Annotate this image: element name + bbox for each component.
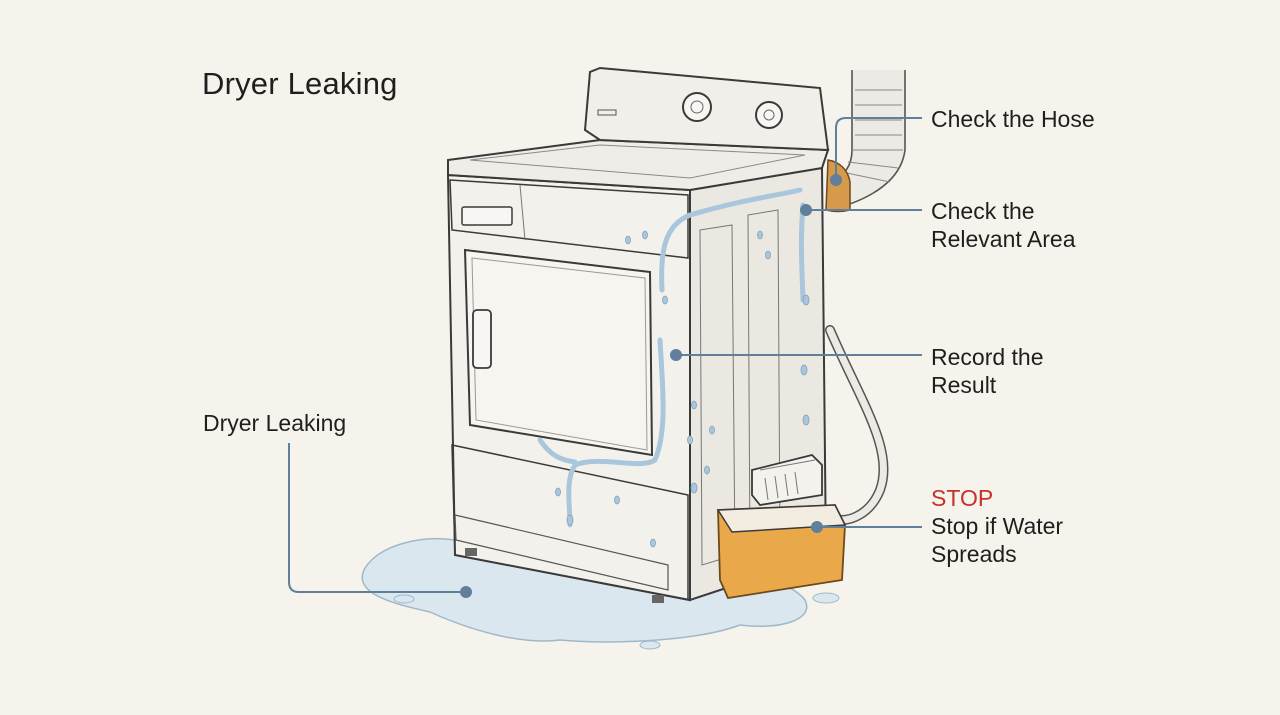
stop-tag: STOP xyxy=(931,485,994,511)
marker-dot xyxy=(811,521,823,533)
water-streak xyxy=(566,337,666,528)
leader-line-hose xyxy=(835,117,922,180)
water-streak xyxy=(798,202,806,303)
door-handle xyxy=(472,309,492,369)
callout-dryer-leaking: Dryer Leaking xyxy=(203,409,346,437)
diagram-title: Dryer Leaking xyxy=(202,66,398,101)
dryer-door xyxy=(463,248,654,457)
callout-stop: STOP Stop if Water Spreads xyxy=(931,484,1063,568)
marker-dot xyxy=(460,586,472,598)
callout-check-area: Check the Relevant Area xyxy=(931,197,1075,253)
water-streak xyxy=(659,187,803,293)
callout-check-hose: Check the Hose xyxy=(931,105,1095,133)
control-knob xyxy=(755,101,783,129)
control-knob xyxy=(682,92,712,122)
callout-text: Result xyxy=(931,372,997,398)
hose-band xyxy=(825,159,851,213)
water-drop xyxy=(639,640,661,650)
pump-motor xyxy=(751,454,823,506)
callout-text: Stop if Water xyxy=(931,513,1064,539)
lint-drawer xyxy=(461,206,513,226)
leader-line-leak xyxy=(288,443,466,593)
callout-text: Relevant Area xyxy=(931,226,1076,252)
marker-dot xyxy=(670,349,682,361)
callout-text: Check the Hose xyxy=(931,106,1095,132)
callout-record-result: Record the Result xyxy=(931,343,1044,399)
water-drop xyxy=(812,592,840,604)
water-streak xyxy=(537,437,578,465)
callout-text: Record the xyxy=(931,344,1044,370)
marker-dot xyxy=(830,174,842,186)
callout-text: Spreads xyxy=(931,541,1017,567)
callout-text: Dryer Leaking xyxy=(203,410,347,436)
water-drop xyxy=(393,594,415,604)
callout-text: Check the xyxy=(931,198,1035,224)
marker-dot xyxy=(800,204,812,216)
